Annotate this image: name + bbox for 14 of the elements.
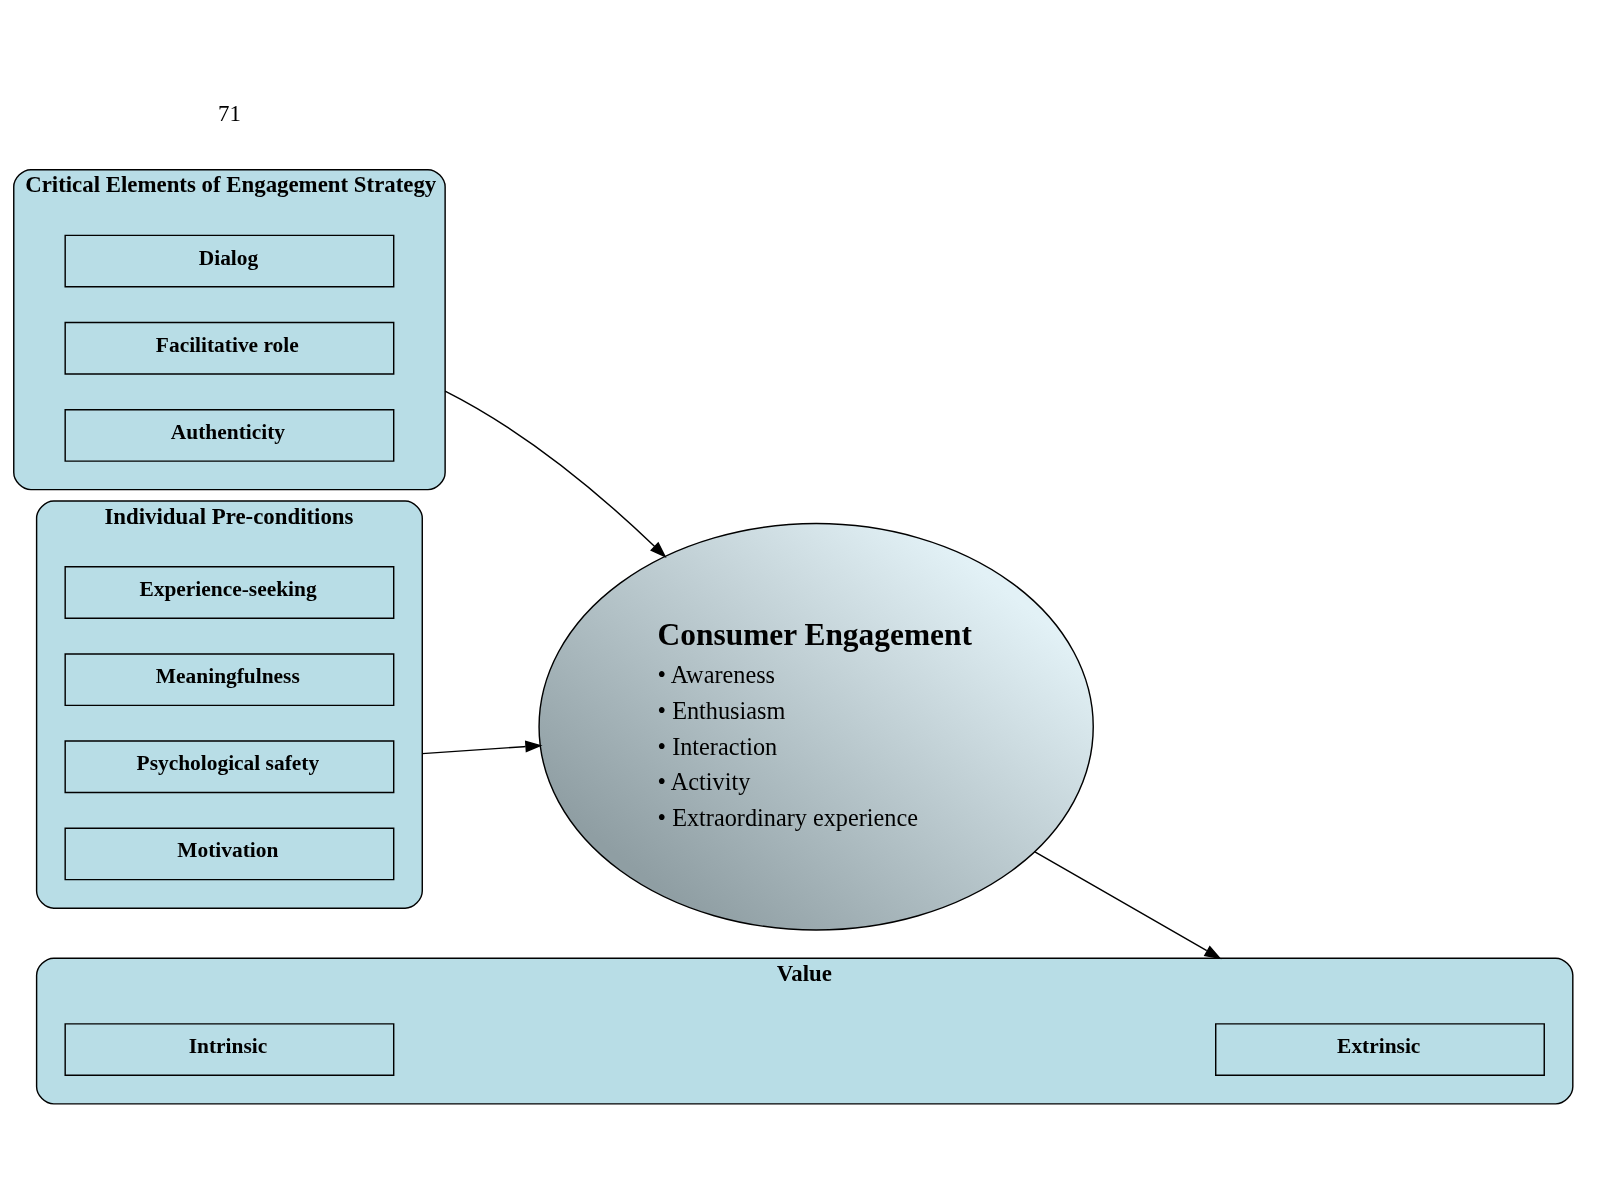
node-box: Dialog bbox=[64, 234, 395, 288]
node-box: Extrinsic bbox=[1215, 1022, 1545, 1076]
label: 71 bbox=[218, 100, 241, 126]
node-box: Motivation bbox=[64, 826, 395, 880]
node-box: Meaningfulness bbox=[64, 652, 395, 706]
node-box: Intrinsic bbox=[64, 1022, 395, 1076]
node-ellipse: Consumer Engagement • Awareness • Enthusiasm • Interaction • Activity • Extraordinary experience bbox=[538, 522, 1094, 931]
arrow bbox=[1033, 850, 1222, 959]
node-box: Psychological safety bbox=[64, 739, 395, 793]
node-box: Authenticity bbox=[64, 408, 395, 462]
arrow bbox=[444, 389, 667, 558]
arrow bbox=[421, 740, 543, 754]
node-box: Facilitative role bbox=[64, 321, 395, 375]
node-box: Experience-seeking bbox=[64, 565, 395, 619]
